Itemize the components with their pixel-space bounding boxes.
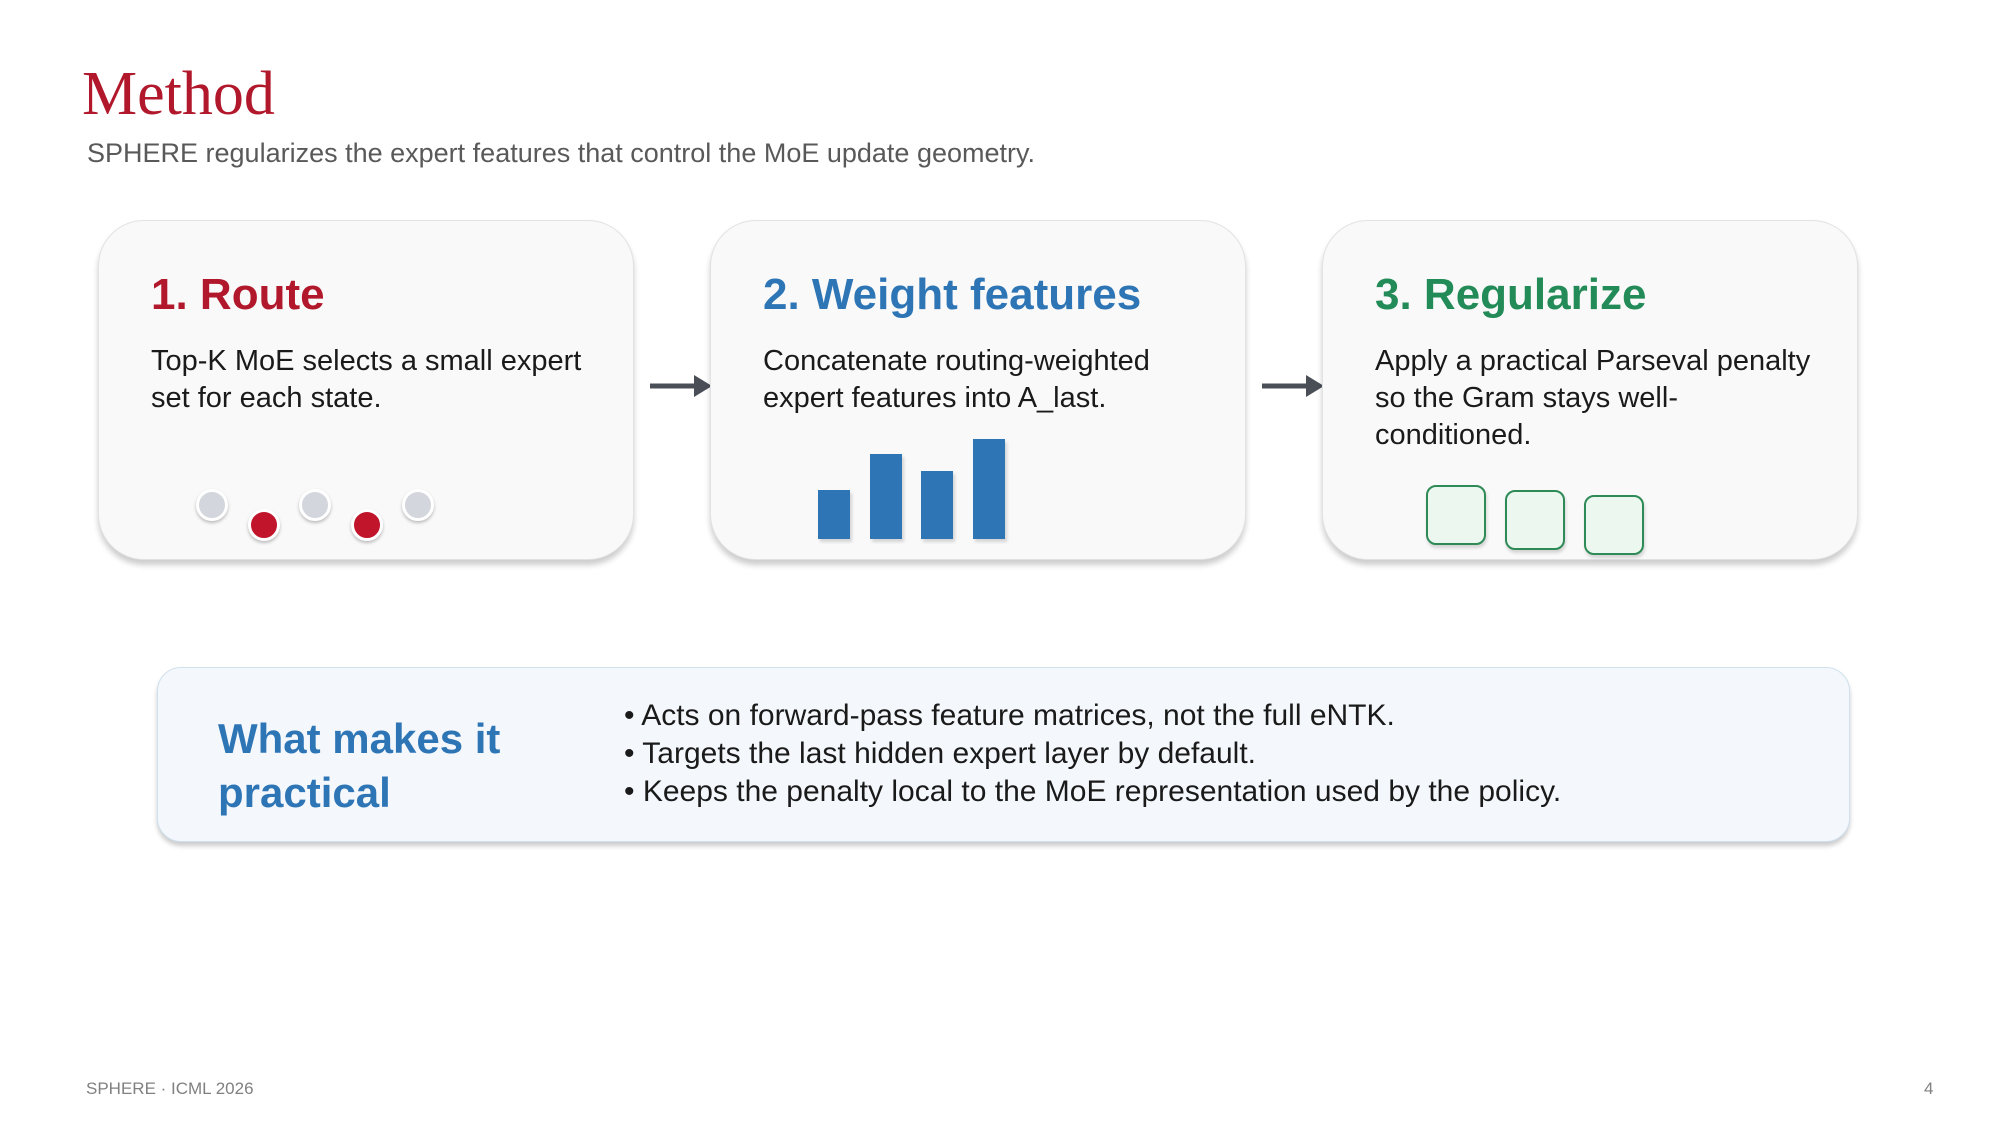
practical-point: Keeps the penalty local to the MoE repre… xyxy=(624,773,1561,811)
step-heading-regularize: 3. Regularize xyxy=(1375,270,1647,319)
feature-bar xyxy=(869,454,902,539)
page-number: 4 xyxy=(1924,1079,1934,1098)
feature-bar xyxy=(972,439,1005,539)
practical-point: Targets the last hidden expert layer by … xyxy=(624,735,1561,773)
step-heading-weight-features: 2. Weight features xyxy=(763,270,1142,319)
selected-expert-dot xyxy=(350,509,383,541)
step-text-route: Top-K MoE selects a small expert set for… xyxy=(151,345,582,414)
practical-heading: What makes it practical xyxy=(218,715,501,816)
flow-arrow-icon xyxy=(650,375,712,397)
step-heading-route: 1. Route xyxy=(151,270,325,319)
flow-arrow-icon xyxy=(1262,375,1324,397)
step-text-regularize: Apply a practical Parseval penalty so th… xyxy=(1375,345,1811,451)
expert-dot xyxy=(402,489,434,521)
feature-bar xyxy=(818,490,850,539)
step-card-weight-features: 2. Weight features Concatenate routing-w… xyxy=(710,220,1246,560)
step-card-regularize: 3. Regularize Apply a practical Parseval… xyxy=(1322,220,1858,560)
practical-point: Acts on forward-pass feature matrices, n… xyxy=(624,697,1561,735)
footer-label: SPHERE · ICML 2026 xyxy=(86,1079,254,1098)
step-text-weight-features: Concatenate routing-weighted expert feat… xyxy=(763,345,1150,414)
step-card-route: 1. Route Top-K MoE selects a small exper… xyxy=(98,220,634,560)
slide-title: Method xyxy=(82,60,275,128)
regularized-block xyxy=(1584,495,1644,555)
slide-subtitle: SPHERE regularizes the expert features t… xyxy=(87,138,1035,168)
regularized-block xyxy=(1505,490,1565,550)
expert-dot xyxy=(196,489,228,521)
practical-panel: What makes it practical Acts on forward-… xyxy=(157,667,1850,842)
expert-dot xyxy=(299,489,331,521)
selected-expert-dot xyxy=(247,509,280,541)
feature-bar xyxy=(921,471,953,539)
regularized-block xyxy=(1426,485,1486,545)
practical-list: Acts on forward-pass feature matrices, n… xyxy=(624,697,1561,811)
